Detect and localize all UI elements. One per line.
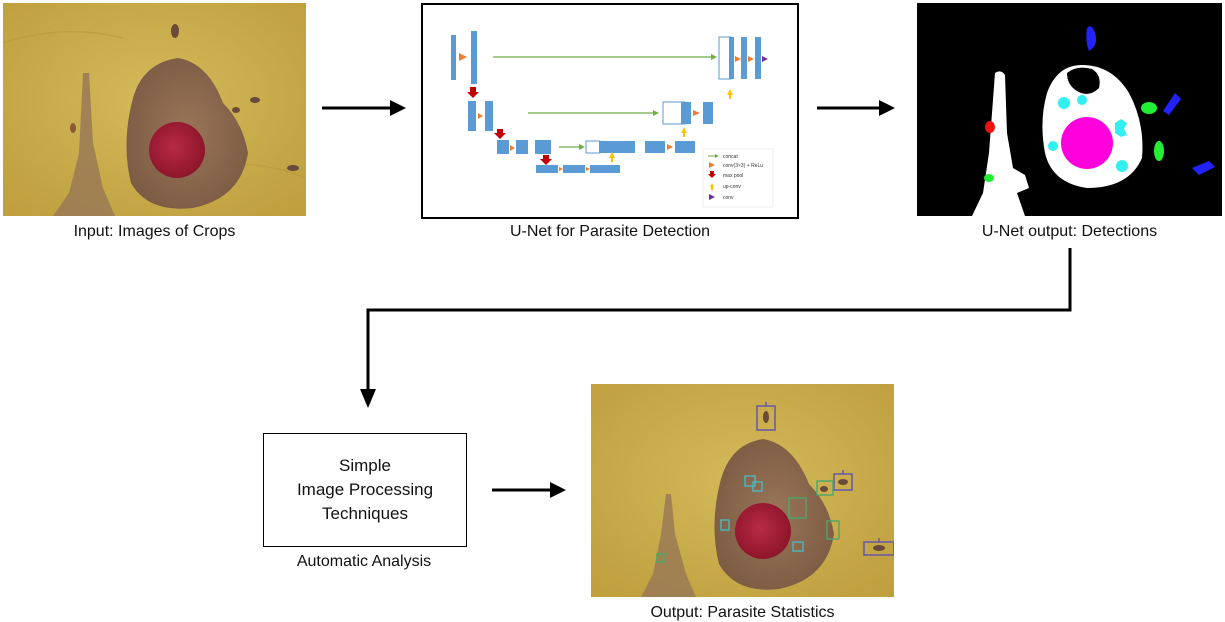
legend-up-conv: up-conv	[723, 184, 741, 190]
arrow-unet-to-output	[817, 100, 895, 116]
processing-box: Simple Image Processing Techniques	[263, 433, 467, 547]
unet-diagram-frame: concat conv(3×3) + ReLu max pool up-conv…	[421, 3, 799, 219]
input-image	[3, 3, 306, 216]
legend-max-pool: max pool	[723, 173, 743, 179]
unet-output-mask	[917, 3, 1222, 216]
output-image	[591, 384, 894, 597]
legend-conv-relu: conv(3×3) + ReLu	[723, 163, 763, 169]
input-caption: Input: Images of Crops	[73, 223, 236, 240]
legend-conv: conv	[723, 195, 734, 201]
arrow-input-to-unet	[322, 100, 406, 116]
connector-mask-to-processing	[360, 248, 1072, 408]
input-micrograph	[3, 3, 306, 216]
detection-mask	[917, 3, 1222, 216]
legend-concat: concat	[723, 154, 738, 160]
output-caption: Output: Parasite Statistics	[650, 604, 835, 621]
processing-box-line2: Image Processing	[296, 480, 434, 499]
processing-box-line1: Simple	[339, 456, 391, 475]
unet-architecture: concat conv(3×3) + ReLu max pool up-conv…	[451, 31, 774, 208]
output-micrograph	[591, 384, 894, 597]
analysis-caption: Automatic Analysis	[296, 553, 432, 570]
arrow-processing-to-output	[492, 482, 566, 498]
unet-output-caption: U-Net output: Detections	[981, 223, 1158, 240]
processing-box-line3: Techniques	[321, 504, 408, 523]
unet-caption: U-Net for Parasite Detection	[509, 223, 711, 240]
unet-legend: concat conv(3×3) + ReLu max pool up-conv…	[702, 148, 774, 208]
